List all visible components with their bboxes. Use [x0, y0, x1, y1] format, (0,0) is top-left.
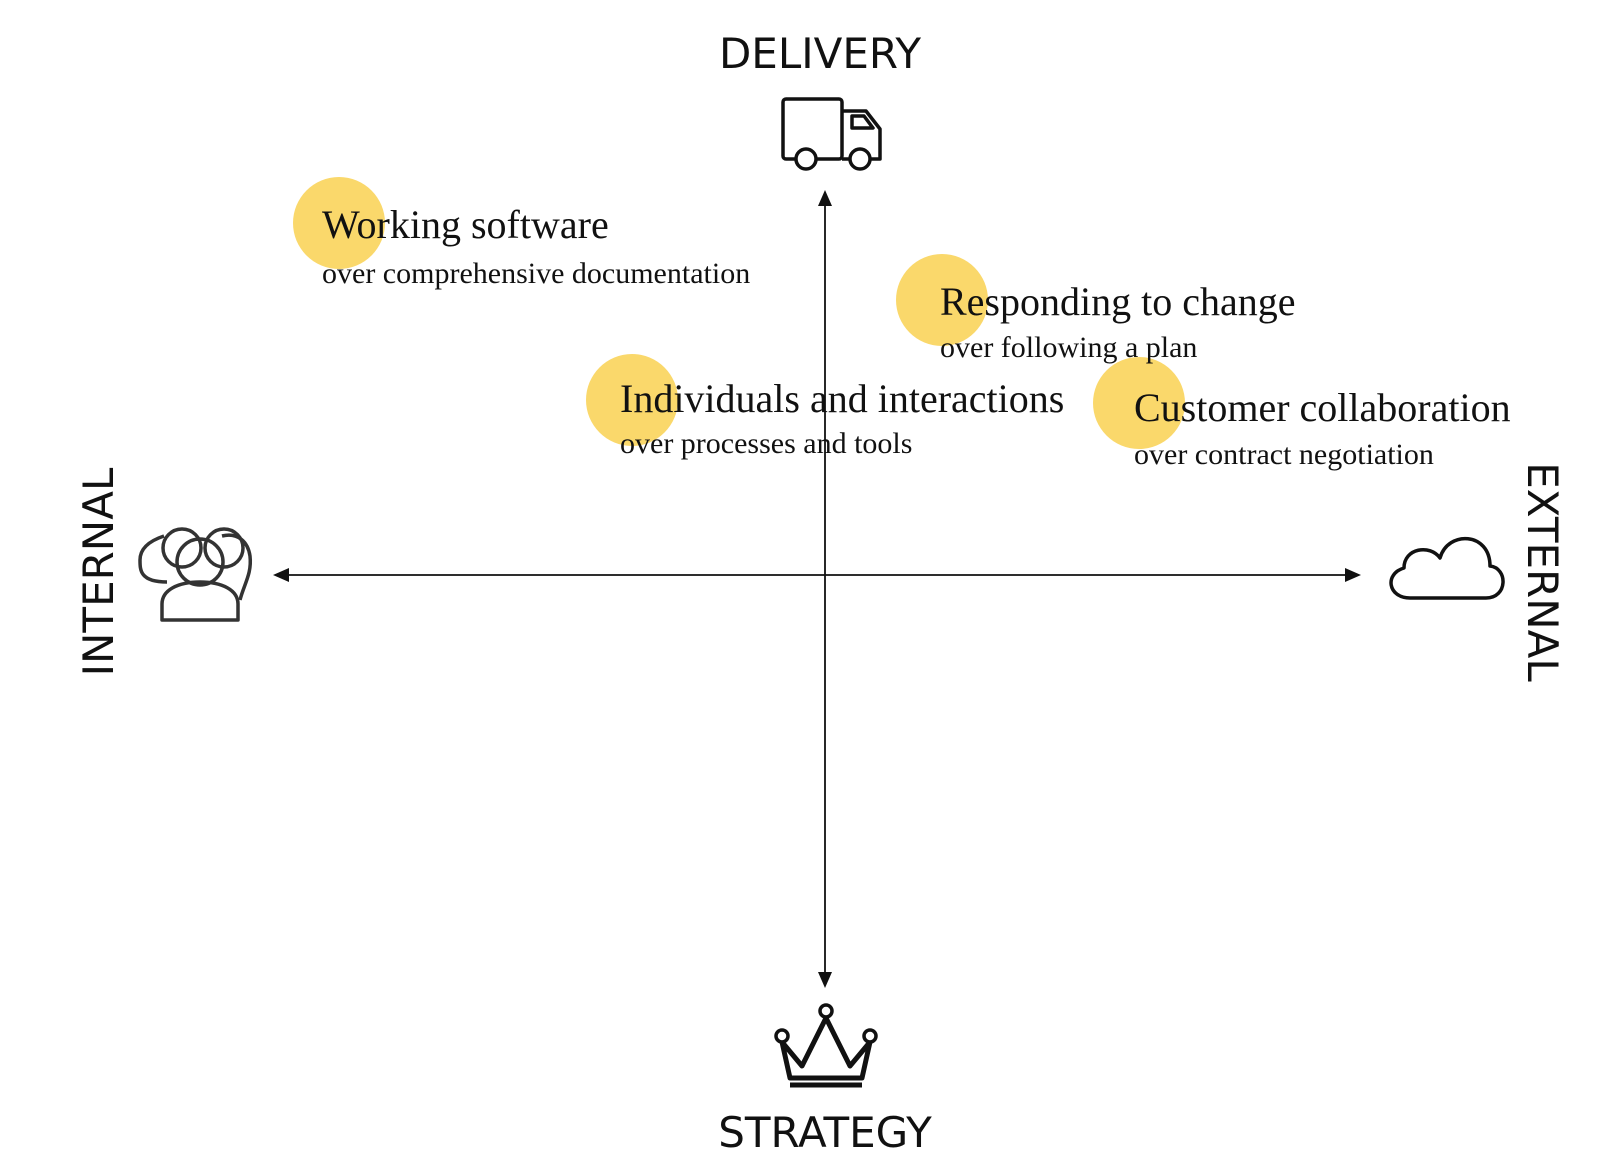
highlight-dot [586, 354, 678, 446]
value-title: Working software [322, 202, 609, 247]
highlight-dot [1093, 357, 1185, 449]
axis-label-delivery: DELIVERY [718, 29, 922, 78]
highlight-dot [293, 177, 385, 269]
value-subtitle: over processes and tools [620, 427, 913, 460]
vertical-axis [818, 190, 832, 988]
group-icon [138, 527, 253, 622]
value-title: Individuals and interactions [620, 376, 1065, 421]
value-subtitle: over following a plan [940, 331, 1198, 364]
cloud-icon [1389, 536, 1505, 600]
horizontal-axis [273, 568, 1361, 582]
value-subtitle: over comprehensive documentation [322, 257, 751, 290]
highlight-dot [896, 254, 988, 346]
value-subtitle: over contract negotiation [1134, 438, 1434, 471]
axis-label-strategy: STRATEGY [718, 1108, 932, 1157]
value-title: Customer collaboration [1134, 385, 1511, 430]
truck-icon [781, 97, 882, 171]
crown-icon [774, 1003, 878, 1088]
value-title: Responding to change [940, 279, 1296, 324]
